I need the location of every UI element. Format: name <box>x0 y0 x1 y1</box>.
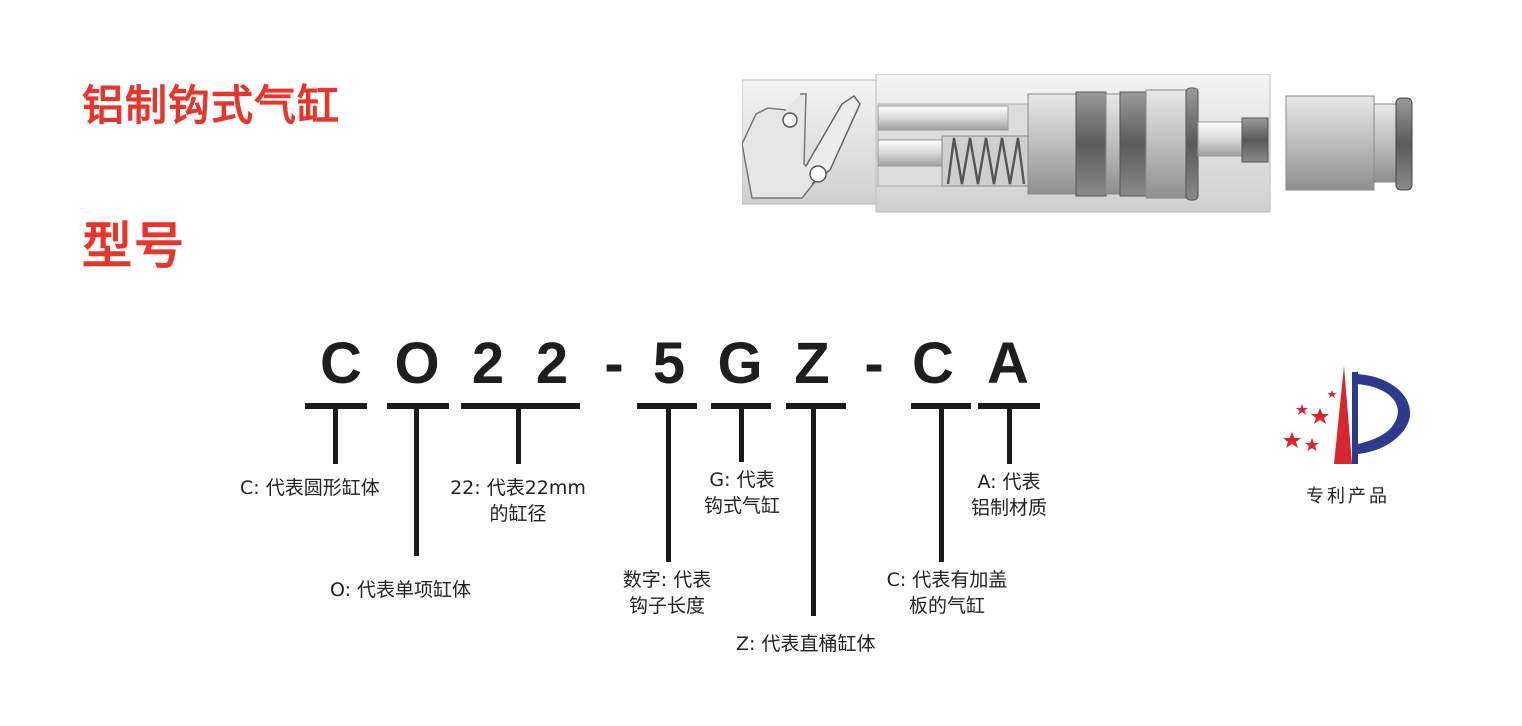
label-o-single-body: O: 代表单项缸体 <box>330 579 472 601</box>
connector-line <box>939 408 944 562</box>
code-char: A <box>987 331 1029 396</box>
page-title: 铝制钩式气缸 <box>82 81 341 130</box>
label-bore-22mm: 22: 代表22mm 的缸径 <box>450 477 586 525</box>
code-char: - <box>604 331 624 396</box>
label-hook-length: 数字: 代表 钩子长度 <box>622 569 712 617</box>
underline-bar <box>305 403 367 409</box>
connector-line <box>1007 408 1012 464</box>
hook-cylinder-illustration <box>742 74 1413 213</box>
underline-bar <box>786 403 846 409</box>
underline-bar <box>461 403 580 409</box>
label-z-straight-body: Z: 代表直桶缸体 <box>736 633 876 655</box>
code-char: 2 <box>535 331 569 396</box>
underline-bar <box>387 403 449 409</box>
underline-bar <box>978 403 1040 409</box>
connector-line <box>739 408 744 462</box>
code-char: - <box>864 331 884 396</box>
label-c-round-body: C: 代表圆形缸体 <box>240 477 380 499</box>
connector-line <box>516 408 521 464</box>
code-char: C <box>320 331 362 396</box>
connector-line <box>414 408 419 556</box>
code-char: G <box>717 331 763 396</box>
patent-product-logo-icon <box>1283 366 1411 464</box>
label-a-aluminum: A: 代表 铝制材质 <box>970 471 1047 519</box>
connector-line <box>811 408 816 616</box>
connector-line <box>333 408 338 464</box>
underline-bar <box>911 403 971 409</box>
underline-bar <box>711 403 771 409</box>
code-char: Z <box>794 331 830 396</box>
label-c-cover-plate: C: 代表有加盖 板的气缸 <box>886 569 1008 617</box>
section-title-model: 型号 <box>82 217 186 275</box>
code-char: 5 <box>652 331 686 396</box>
code-char: C <box>912 331 954 396</box>
code-char: 2 <box>471 331 505 396</box>
underline-bar <box>637 403 697 409</box>
code-char: O <box>394 331 440 396</box>
patent-product-text: 专利产品 <box>1306 486 1390 507</box>
label-g-hook-cylinder: G: 代表 钩式气缸 <box>703 469 780 517</box>
connector-line <box>666 408 671 562</box>
